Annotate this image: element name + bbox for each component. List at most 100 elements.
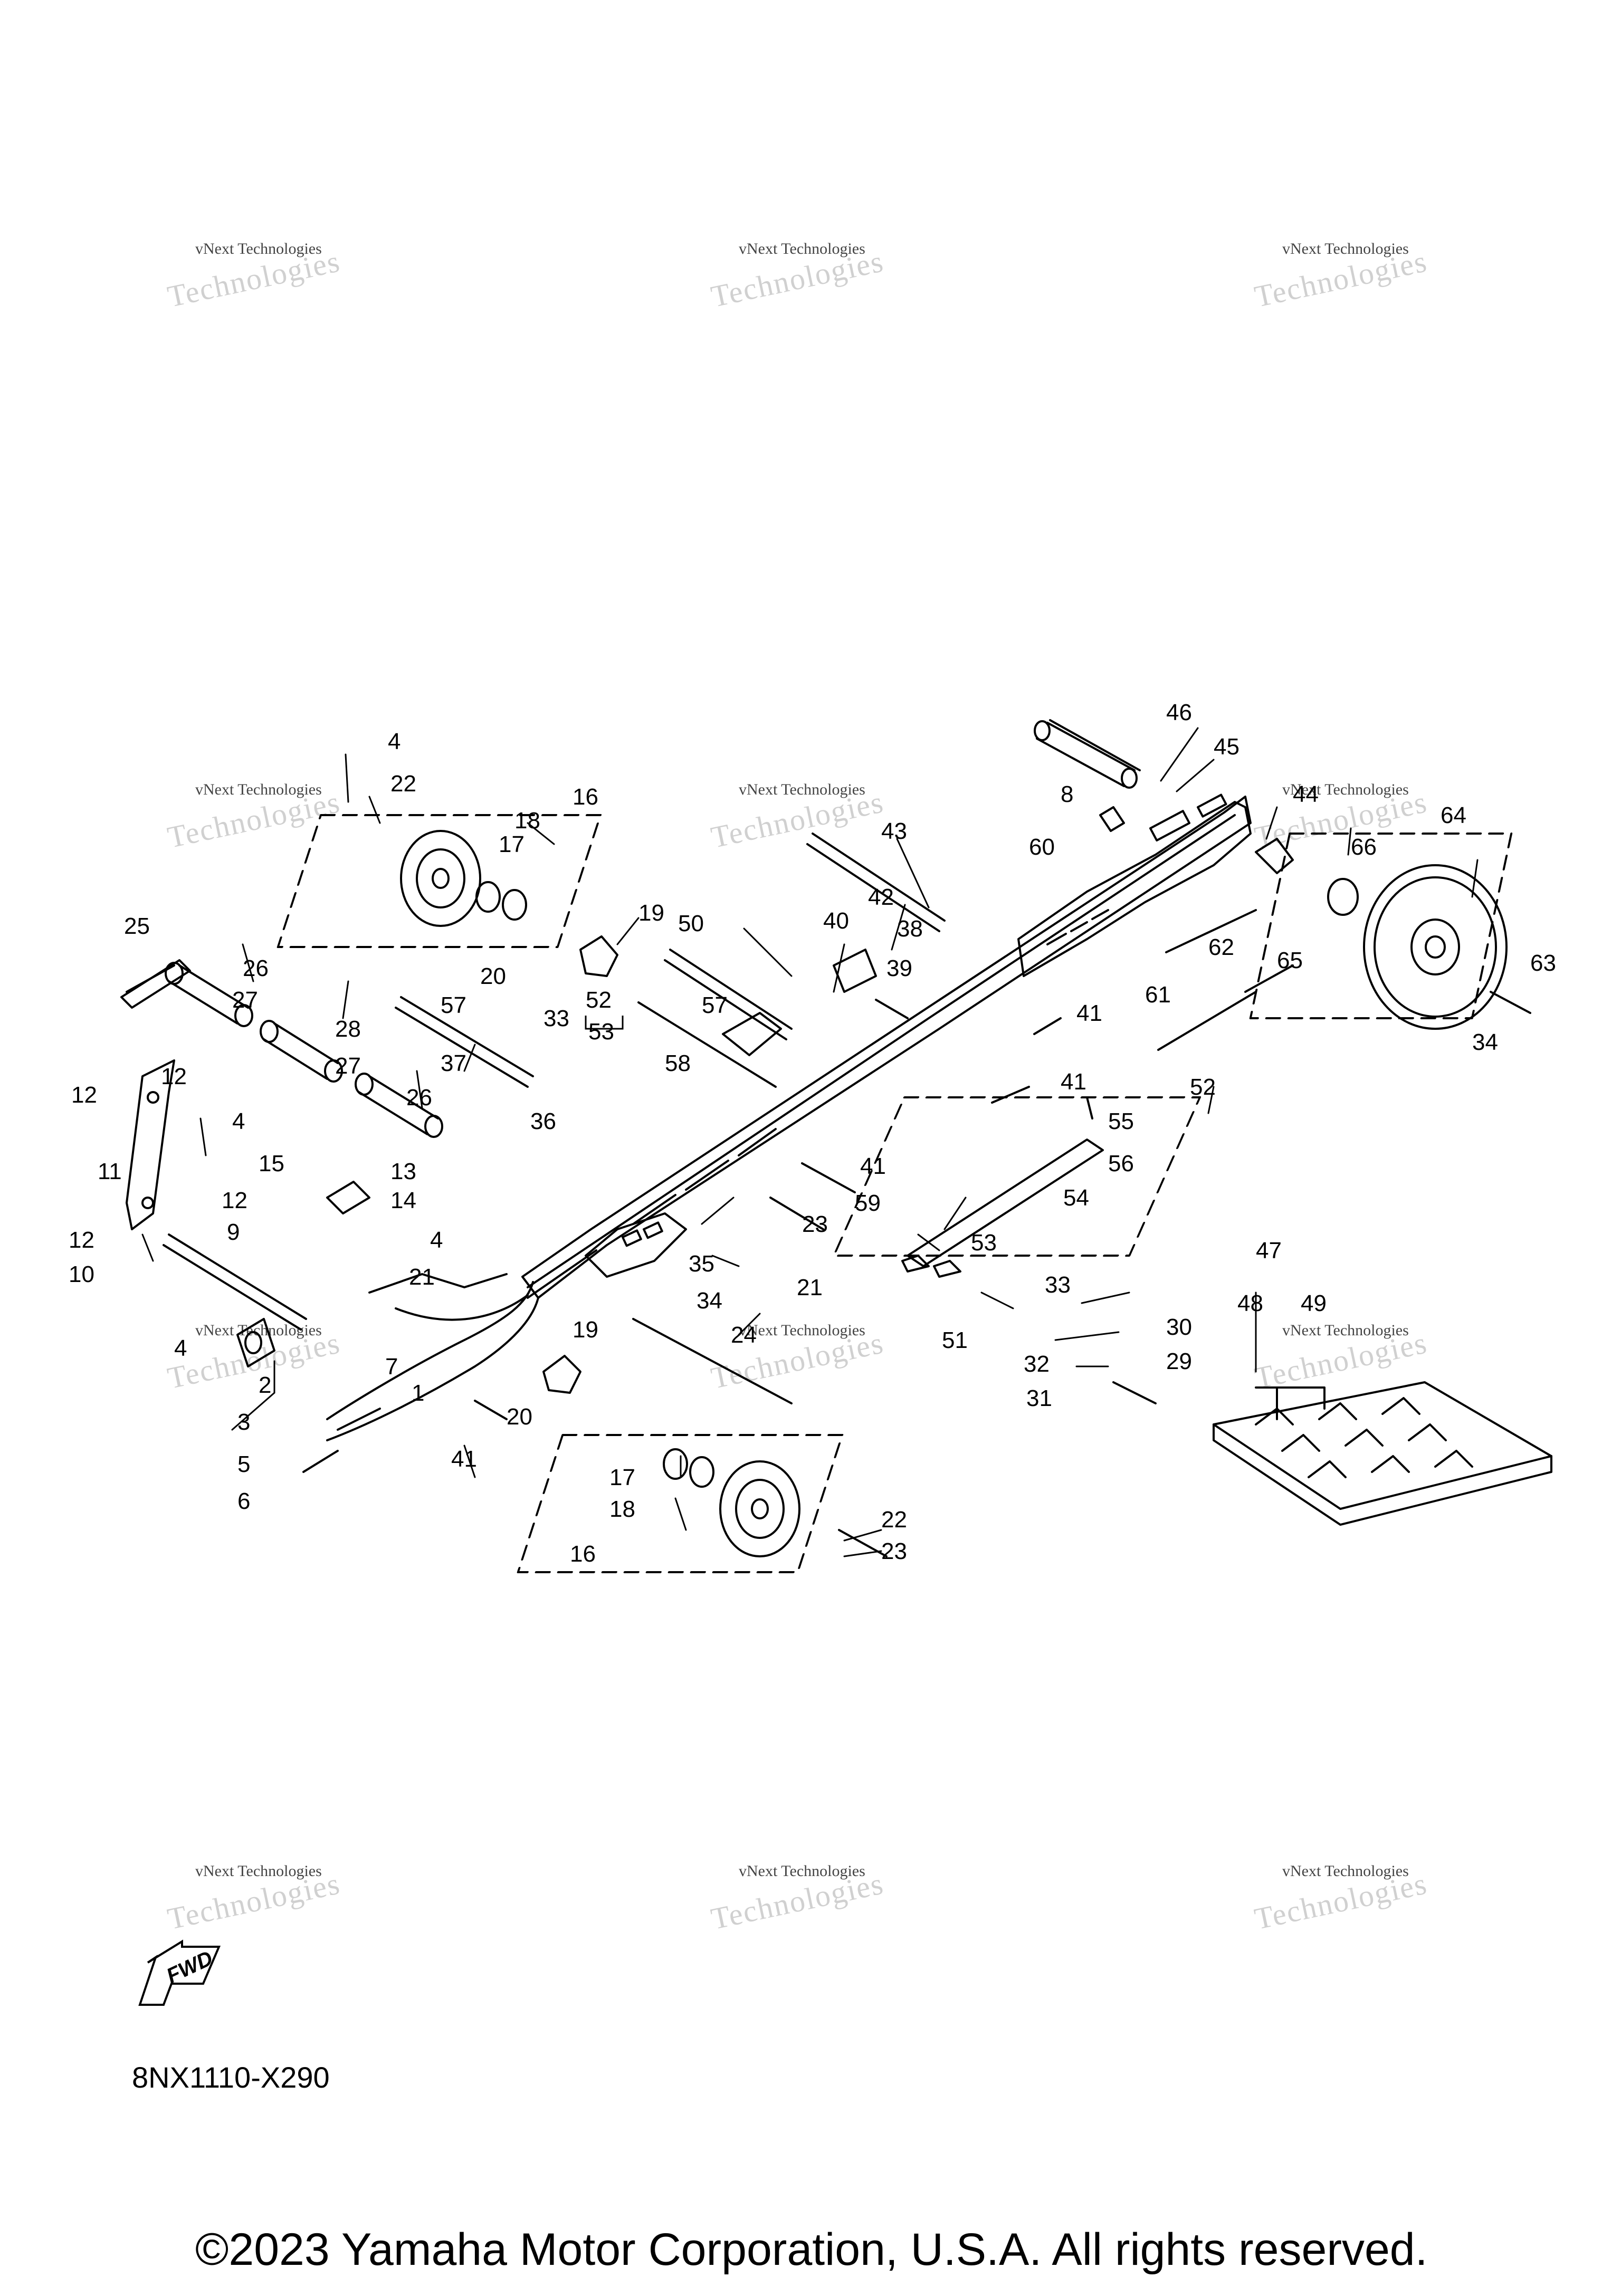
callout-16: 16: [573, 784, 598, 810]
callout-12: 12: [69, 1227, 94, 1253]
fwd-label: FWD: [163, 1947, 216, 1988]
callout-53: 53: [588, 1019, 614, 1045]
callout-11: 11: [98, 1159, 122, 1184]
callout-19: 19: [573, 1317, 598, 1343]
callout-59: 59: [855, 1190, 881, 1216]
shafts: [163, 720, 1257, 1404]
front-rail-curve: [326, 1273, 539, 1441]
callout-49: 49: [1301, 1290, 1327, 1316]
callout-62: 62: [1208, 934, 1234, 960]
callout-48: 48: [1237, 1290, 1263, 1316]
callout-24: 24: [731, 1322, 757, 1348]
callout-23: 23: [802, 1211, 828, 1237]
callout-41: 41: [1076, 1000, 1102, 1026]
callout-56: 56: [1108, 1151, 1134, 1176]
callout-29: 29: [1166, 1348, 1192, 1374]
callout-1: 1: [412, 1380, 424, 1406]
callout-22: 22: [390, 771, 416, 797]
callout-17: 17: [499, 831, 525, 857]
wheel-set-box-upper: [276, 814, 602, 948]
decal-strip: [120, 959, 191, 1009]
callout-4: 4: [174, 1335, 187, 1361]
stopper-blocks: [326, 949, 877, 1214]
callout-28: 28: [335, 1016, 361, 1042]
brackets: [542, 935, 782, 1394]
callout-53: 53: [971, 1230, 997, 1256]
callout-58: 58: [665, 1050, 691, 1076]
callout-50: 50: [678, 911, 704, 936]
callout-25: 25: [124, 913, 150, 939]
rear-arm-frame: [1017, 793, 1252, 977]
callout-27: 27: [232, 987, 258, 1013]
fwd-arrow-icon: FWD: [135, 1936, 230, 2013]
callout-52: 52: [1190, 1074, 1216, 1100]
callout-35: 35: [689, 1251, 714, 1277]
callout-18: 18: [514, 808, 540, 834]
callout-64: 64: [1441, 802, 1466, 828]
callout-6: 6: [237, 1488, 250, 1514]
bolts: [302, 909, 1531, 1557]
callout-14: 14: [390, 1188, 416, 1213]
callout-43: 43: [881, 818, 907, 844]
callout-52: 52: [586, 987, 612, 1013]
callout-61: 61: [1145, 982, 1171, 1008]
callout-17: 17: [609, 1465, 635, 1490]
callout-4: 4: [232, 1108, 245, 1134]
callout-34: 34: [697, 1288, 722, 1314]
callout-12: 12: [71, 1082, 97, 1108]
callout-38: 38: [897, 916, 923, 942]
callout-19: 19: [638, 900, 664, 926]
callout-57: 57: [441, 992, 466, 1018]
callout-26: 26: [406, 1085, 432, 1111]
callout-33: 33: [543, 1006, 569, 1031]
callout-3: 3: [237, 1409, 250, 1435]
callout-2: 2: [259, 1372, 271, 1398]
callout-15: 15: [259, 1151, 284, 1176]
callout-55: 55: [1108, 1108, 1134, 1134]
callout-34: 34: [1472, 1029, 1498, 1055]
callout-5: 5: [237, 1451, 250, 1477]
callout-4: 4: [430, 1227, 443, 1253]
callout-10: 10: [69, 1261, 94, 1287]
callout-39: 39: [886, 955, 912, 981]
front-arm-plate: [126, 1059, 175, 1230]
callout-27: 27: [335, 1053, 361, 1079]
callout-31: 31: [1026, 1385, 1052, 1411]
callout-12: 12: [161, 1064, 187, 1089]
callout-63: 63: [1530, 950, 1556, 976]
callout-9: 9: [227, 1219, 240, 1245]
callout-41: 41: [1061, 1069, 1086, 1095]
callout-26: 26: [243, 955, 269, 981]
callout-16: 16: [570, 1541, 596, 1567]
leader-lines: [141, 727, 1479, 1557]
callout-30: 30: [1166, 1314, 1192, 1340]
wear-strip-box: [833, 1096, 1202, 1257]
rollers: [165, 962, 443, 1138]
callout-labels: 1 2 3 4 4 4 4 5 6 7 8 9 10 11 12 12 12 1…: [69, 700, 1556, 1567]
callout-66: 66: [1351, 834, 1377, 860]
callout-60: 60: [1029, 834, 1055, 860]
callout-18: 18: [609, 1496, 635, 1522]
callout-21: 21: [797, 1275, 823, 1300]
callout-36: 36: [530, 1108, 556, 1134]
idler-wheel-lower: [663, 1448, 800, 1557]
callout-37: 37: [441, 1050, 466, 1076]
callout-20: 20: [480, 963, 506, 989]
callout-46: 46: [1166, 700, 1192, 725]
callout-32: 32: [1024, 1351, 1050, 1377]
callout-51: 51: [942, 1327, 968, 1353]
pivot-block: [236, 1318, 275, 1367]
idler-wheel-upper: [400, 830, 527, 927]
callout-4: 4: [388, 729, 401, 754]
wear-strip: [901, 1096, 1104, 1278]
callout-54: 54: [1063, 1185, 1089, 1211]
rear-wheel-box: [1249, 833, 1513, 1019]
callout-12: 12: [222, 1188, 247, 1213]
callout-7: 7: [385, 1354, 398, 1380]
callout-47: 47: [1256, 1238, 1282, 1264]
callout-20: 20: [507, 1404, 532, 1430]
front-arm-bracket: [585, 1212, 687, 1278]
callout-65: 65: [1277, 948, 1303, 973]
copyright-notice: ©2023 Yamaha Motor Corporation, U.S.A. A…: [195, 2224, 1428, 2275]
